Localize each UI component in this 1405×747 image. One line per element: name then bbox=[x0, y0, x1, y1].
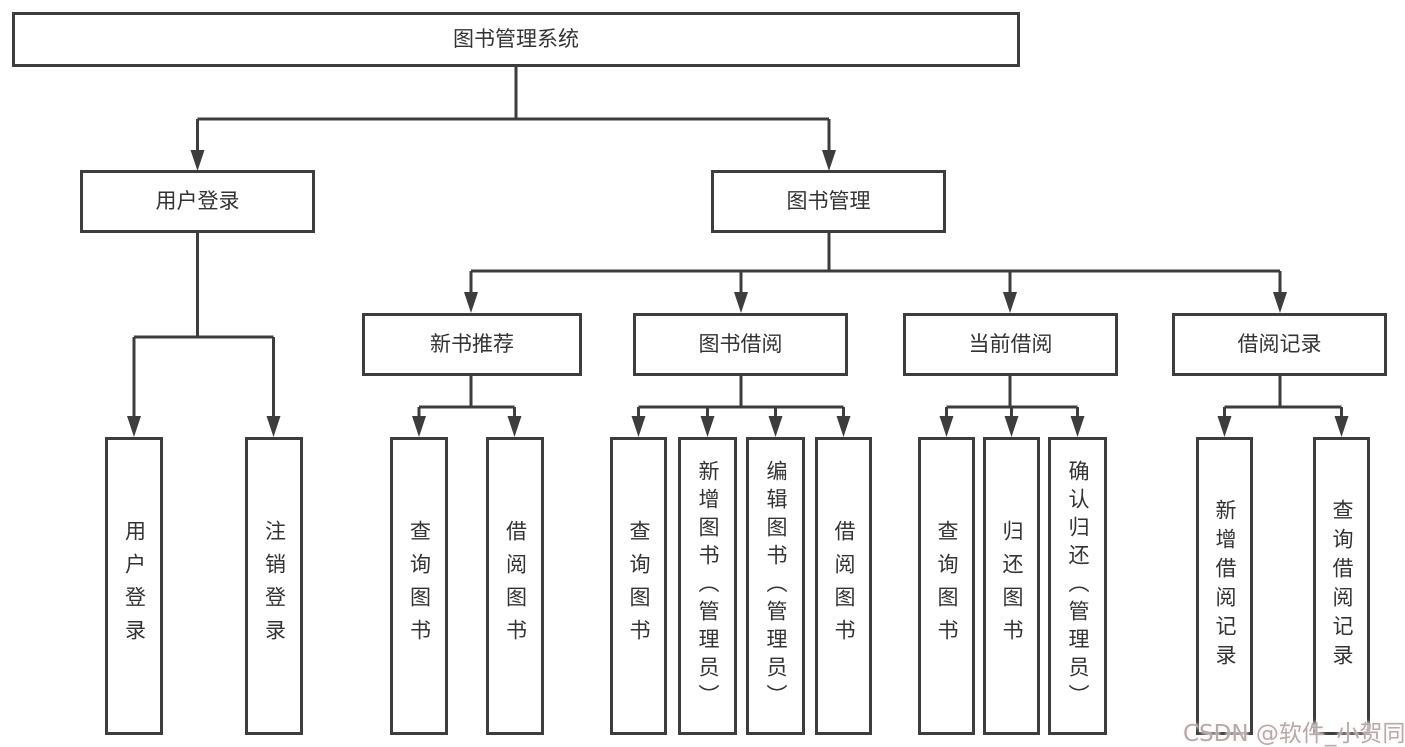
node-book-management-label: 图书管理 bbox=[786, 189, 871, 213]
leaf-bb-edit-book: 编辑图书（管理员） bbox=[746, 437, 805, 735]
leaf-bb-add-book: 新增图书（管理员） bbox=[678, 437, 737, 735]
leaf-cb-query-book: 查询图书 bbox=[918, 437, 975, 735]
leaf-br-query-record-label: 查询借阅记录 bbox=[1330, 499, 1354, 673]
node-borrow-records: 借阅记录 bbox=[1172, 313, 1387, 376]
leaf-bb-edit-book-label: 编辑图书（管理员） bbox=[764, 460, 788, 712]
leaf-cb-confirm-return: 确认归还（管理员） bbox=[1048, 437, 1107, 735]
leaf-cb-query-book-label: 查询图书 bbox=[935, 520, 959, 652]
node-new-book-recommend: 新书推荐 bbox=[362, 313, 582, 376]
node-user-login: 用户登录 bbox=[80, 170, 315, 233]
leaf-nb-borrow-book: 借阅图书 bbox=[486, 437, 544, 735]
node-book-borrow-label: 图书借阅 bbox=[698, 332, 783, 356]
leaf-user-login: 用户登录 bbox=[105, 437, 163, 735]
leaf-bb-borrow-book-label: 借阅图书 bbox=[832, 520, 856, 652]
node-book-management: 图书管理 bbox=[711, 170, 946, 233]
node-current-borrow: 当前借阅 bbox=[903, 313, 1118, 376]
node-borrow-records-label: 借阅记录 bbox=[1237, 332, 1322, 356]
leaf-br-add-record: 新增借阅记录 bbox=[1196, 437, 1253, 735]
leaf-bb-query-book: 查询图书 bbox=[610, 437, 667, 735]
node-new-book-recommend-label: 新书推荐 bbox=[430, 332, 514, 356]
leaf-br-add-record-label: 新增借阅记录 bbox=[1213, 499, 1237, 673]
leaf-logout-label: 注销登录 bbox=[262, 520, 287, 652]
leaf-nb-borrow-book-label: 借阅图书 bbox=[503, 520, 528, 652]
leaf-logout: 注销登录 bbox=[245, 437, 303, 735]
leaf-nb-query-book: 查询图书 bbox=[390, 437, 448, 735]
node-root-label: 图书管理系统 bbox=[453, 27, 579, 51]
node-root: 图书管理系统 bbox=[12, 12, 1020, 67]
node-current-borrow-label: 当前借阅 bbox=[968, 332, 1053, 356]
leaf-br-query-record: 查询借阅记录 bbox=[1313, 437, 1370, 735]
leaf-user-login-label: 用户登录 bbox=[122, 520, 147, 652]
leaf-bb-query-book-label: 查询图书 bbox=[627, 520, 651, 652]
leaf-bb-borrow-book: 借阅图书 bbox=[815, 437, 872, 735]
node-book-borrow: 图书借阅 bbox=[633, 313, 848, 376]
leaf-cb-confirm-return-label: 确认归还（管理员） bbox=[1066, 460, 1090, 712]
leaf-bb-add-book-label: 新增图书（管理员） bbox=[696, 460, 720, 712]
leaf-nb-query-book-label: 查询图书 bbox=[407, 520, 432, 652]
leaf-cb-return-book-label: 归还图书 bbox=[1000, 520, 1024, 652]
csdn-watermark: CSDN @软件_小贺同学 bbox=[1183, 721, 1405, 747]
leaf-cb-return-book: 归还图书 bbox=[983, 437, 1040, 735]
node-user-login-label: 用户登录 bbox=[155, 189, 240, 213]
